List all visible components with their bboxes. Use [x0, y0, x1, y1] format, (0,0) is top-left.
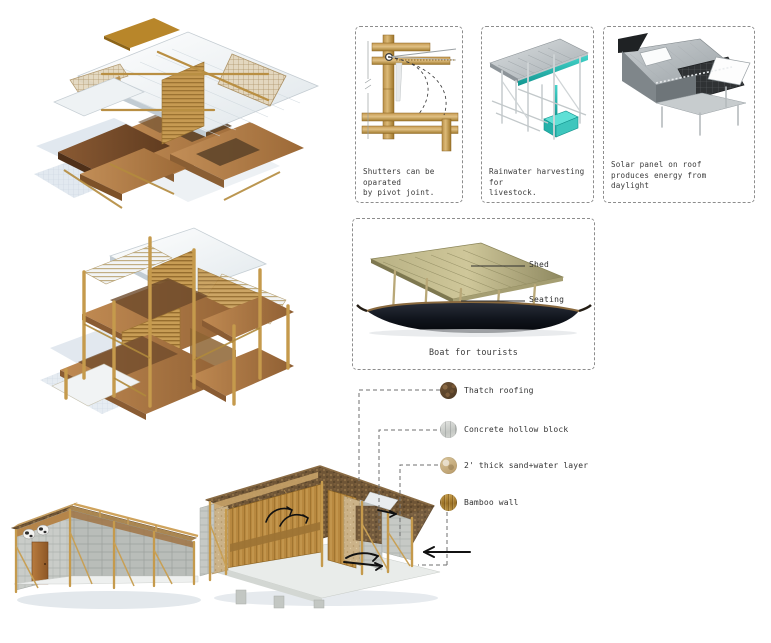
boat-label-shed: Shed [529, 260, 550, 269]
airflow-arrows [265, 506, 309, 527]
solar-panel-roof-render [604, 27, 754, 155]
rainwater-harvesting-render [482, 27, 593, 155]
feature-card-solar-caption: Solar panel on roof produces energy from… [611, 160, 707, 190]
legend-label-bamboo: Bamboo wall [464, 498, 519, 507]
tourist-boat-render [353, 219, 594, 337]
thatch-swatch-icon [440, 382, 457, 399]
section-inlet-arrow [423, 546, 471, 558]
shelter-closed-render [4, 480, 204, 610]
sand-swatch-icon [440, 457, 457, 474]
legend-item-thatch[interactable]: Thatch roofing [440, 382, 534, 399]
feature-card-shutters[interactable]: Shutters can be oparated by pivot joint. [355, 26, 463, 203]
pavilion-iso-render [18, 14, 338, 224]
pivot-shutter-detail-drawing [356, 27, 462, 155]
legend-item-sand[interactable]: 2' thick sand+water layer [440, 457, 588, 474]
pavilion-exploded-render [22, 227, 332, 428]
feature-card-rainwater-caption: Rainwater harvesting for livestock. [489, 167, 585, 197]
legend-label-sand: 2' thick sand+water layer [464, 461, 589, 470]
bamboo-swatch-icon [440, 494, 457, 511]
legend-item-bamboo[interactable]: Bamboo wall [440, 494, 519, 511]
boat-seating-leader [461, 300, 525, 302]
shelter-section-render [196, 448, 446, 609]
feature-card-rainwater[interactable]: Rainwater harvesting for livestock. [481, 26, 594, 203]
boat-label-seating: Seating [529, 295, 565, 304]
legend-item-concrete[interactable]: Concrete hollow block [440, 421, 568, 438]
legend-label-thatch: Thatch roofing [464, 386, 534, 395]
boat-card-caption: Boat for tourists [428, 347, 519, 357]
legend-label-concrete: Concrete hollow block [464, 425, 569, 434]
feature-card-shutters-caption: Shutters can be oparated by pivot joint. [363, 167, 435, 197]
feature-card-solar[interactable]: Solar panel on roof produces energy from… [603, 26, 755, 203]
concrete-swatch-icon [440, 421, 457, 438]
boat-card[interactable]: Shed Seating Boat for tourists [352, 218, 595, 370]
boat-shed-leader [471, 265, 525, 267]
